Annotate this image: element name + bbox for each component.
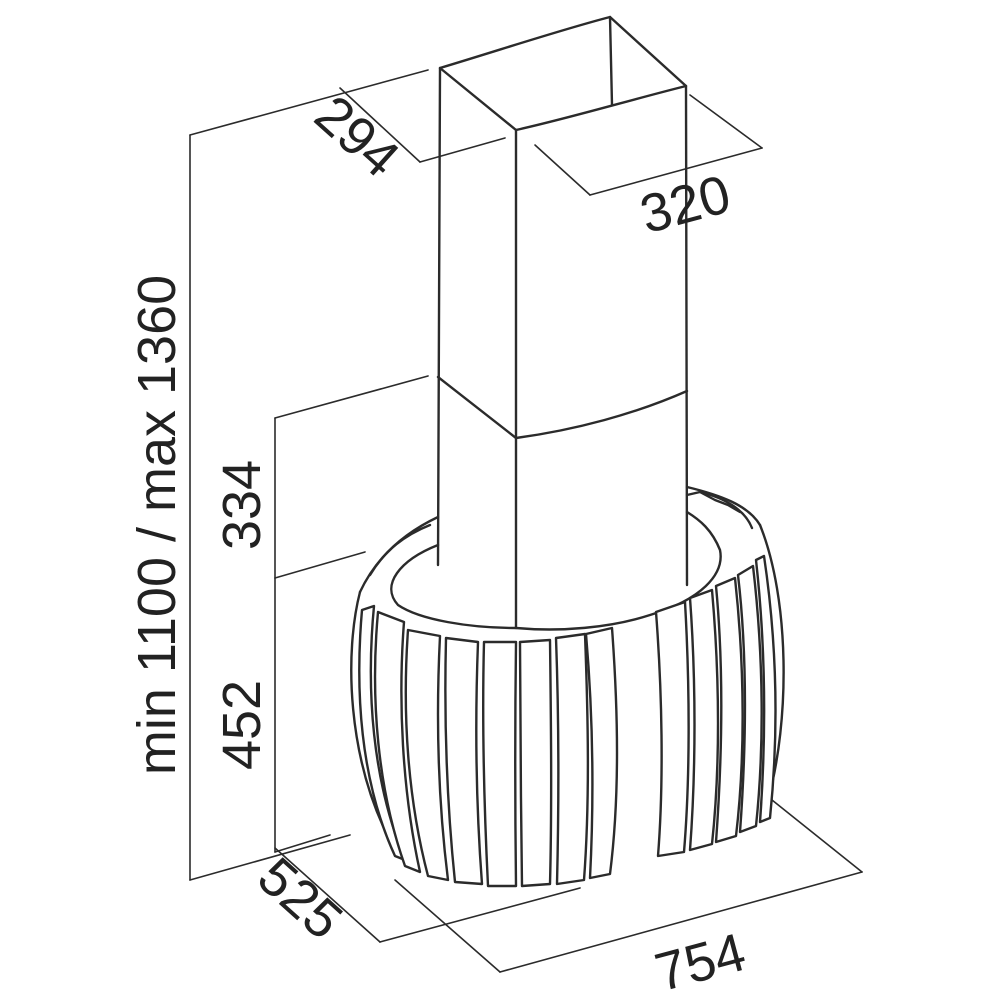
- dim-body-height: 452: [212, 680, 272, 770]
- dim-duct-width: 320: [634, 164, 737, 245]
- dim-lower-duct-height: 334: [212, 460, 272, 550]
- dim-body-depth: 525: [246, 846, 353, 951]
- chimney-duct: [436, 15, 689, 630]
- dimension-lines: [189, 69, 863, 973]
- dim-total-height: min 1100 / max 1360: [127, 275, 187, 775]
- dim-body-width: 754: [649, 922, 752, 1000]
- body-slats: [358, 554, 777, 888]
